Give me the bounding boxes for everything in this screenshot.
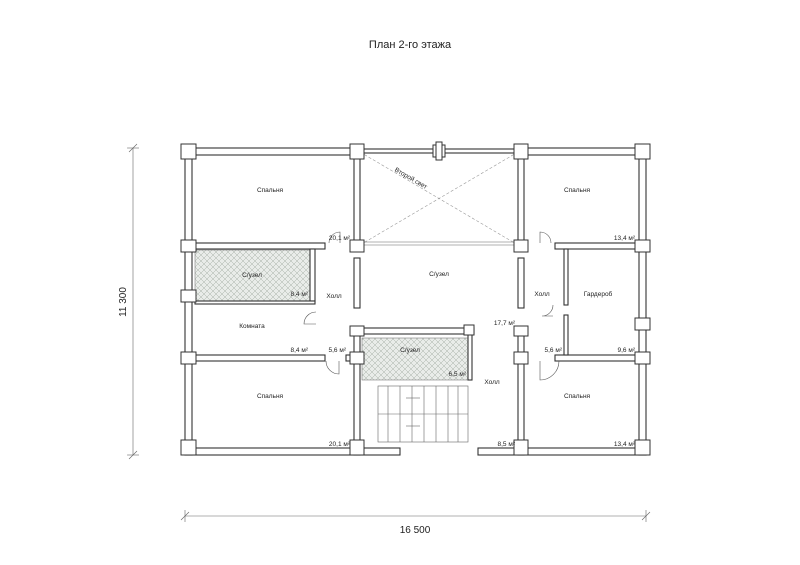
room-area-bathroom-small: 6,5 м² bbox=[449, 371, 467, 378]
door-swings bbox=[303, 231, 560, 381]
dimension-lines bbox=[127, 143, 651, 522]
room-area-hall-r: 5,6 м² bbox=[545, 347, 563, 354]
room-name-bedroom-tr: Спальня bbox=[564, 187, 591, 194]
room-name-bathroom-l: С/узел bbox=[242, 272, 262, 279]
room-name-bedroom-bl: Спальня bbox=[257, 393, 284, 400]
room-name-hall-center: Холл bbox=[484, 379, 500, 386]
room-area-bedroom-bl: 20,1 м² bbox=[329, 441, 351, 448]
room-name-room-l: Комната bbox=[239, 323, 265, 330]
room-name-bathroom-center: С/узел bbox=[429, 271, 449, 278]
room-area-bedroom-br: 13,4 м² bbox=[614, 441, 636, 448]
room-area-bedroom-tl: 20,1 м² bbox=[329, 235, 351, 242]
room-name-hall-l: Холл bbox=[326, 293, 342, 300]
room-name-bathroom-small: С/узел bbox=[400, 347, 420, 354]
bathroom-small-hatch bbox=[361, 337, 469, 381]
room-name-hall-r: Холл bbox=[534, 291, 550, 298]
dimension-height: 11 300 bbox=[118, 287, 129, 317]
room-name-bedroom-br: Спальня bbox=[564, 393, 591, 400]
dimension-width: 16 500 bbox=[400, 525, 431, 536]
room-area-bedroom-tr: 13,4 м² bbox=[614, 235, 636, 242]
room-name-wardrobe: Гардероб bbox=[584, 290, 613, 298]
interior-walls bbox=[184, 147, 647, 456]
room-area-hall-center: 8,5 м² bbox=[498, 441, 516, 448]
second-light-label: Второй свет bbox=[393, 166, 428, 191]
wall-posts bbox=[180, 141, 651, 456]
bathroom-left-hatch bbox=[194, 249, 311, 303]
plan-title: План 2-го этажа bbox=[369, 39, 452, 51]
room-area-wardrobe: 9,6 м² bbox=[618, 347, 636, 354]
second-light-void bbox=[359, 151, 519, 246]
staircase bbox=[377, 385, 469, 443]
room-area-bathroom-l: 8,4 м² bbox=[291, 291, 309, 298]
room-area-bathroom-center: 17,7 м² bbox=[494, 320, 516, 327]
room-area-room-l: 8,4 м² bbox=[291, 347, 309, 354]
room-name-bedroom-tl: Спальня bbox=[257, 187, 284, 194]
room-area-hall-l: 5,6 м² bbox=[329, 347, 347, 354]
room-labels: Спальня 20,1 м² С/узел 8,4 м² Комната 8,… bbox=[239, 187, 636, 448]
